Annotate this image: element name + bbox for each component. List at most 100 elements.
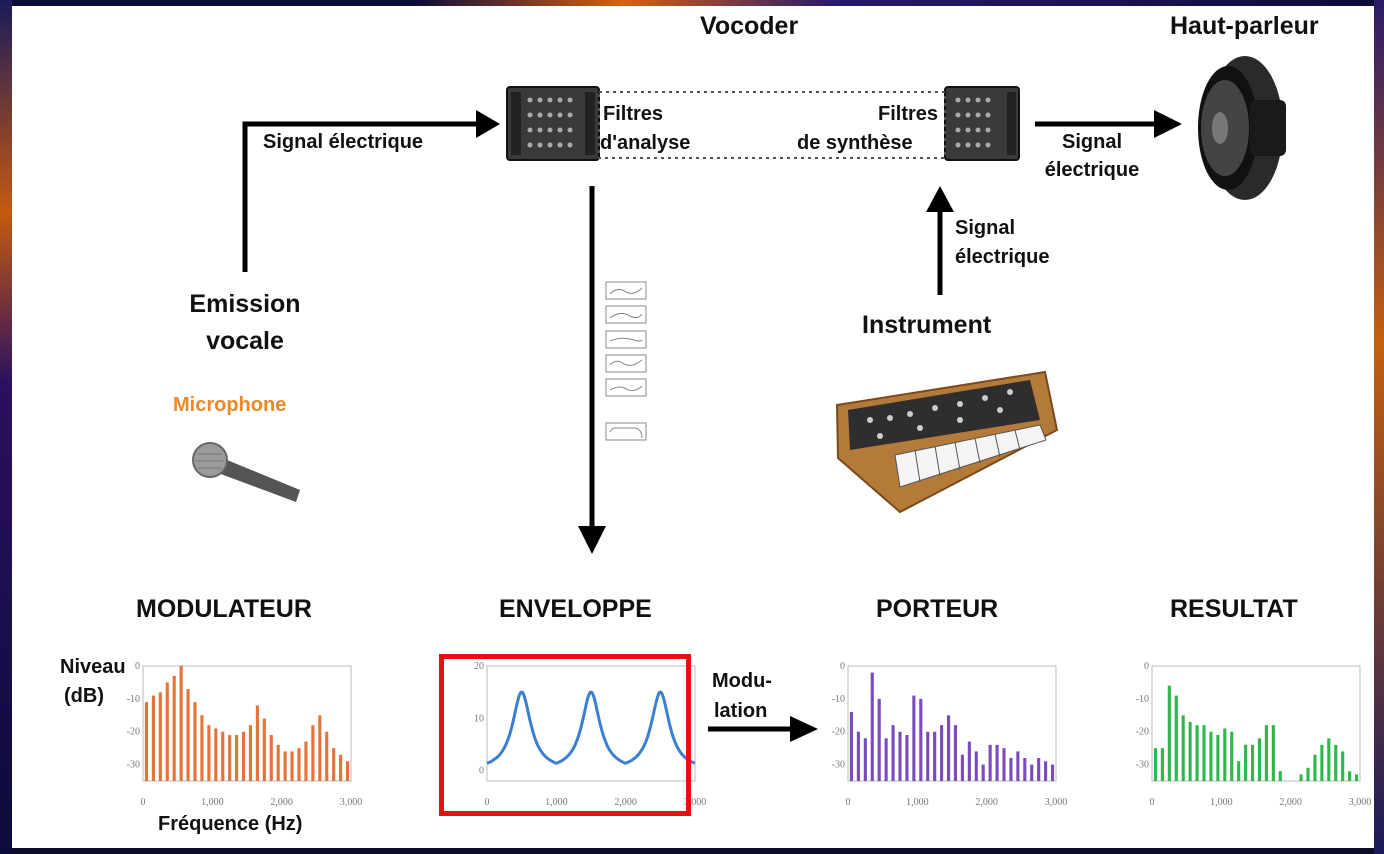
section-modulateur: MODULATEUR	[136, 595, 312, 623]
resultat-x-tick-label: 1,000	[1210, 797, 1233, 808]
porteur-bar	[1044, 761, 1048, 781]
porteur-bar	[926, 731, 930, 781]
resultat-bar	[1244, 744, 1248, 781]
modulateur-bar	[283, 751, 287, 781]
modulateur-bar	[235, 735, 239, 781]
resultat-bar	[1306, 767, 1310, 781]
modulateur-bar	[325, 731, 329, 781]
enveloppe-x-tick-label: 0	[485, 797, 490, 808]
enveloppe-x-tick-label: 2,000	[614, 797, 637, 808]
filter-bank-curves	[609, 287, 643, 439]
signal-instrument-line1: Signal	[955, 217, 1016, 239]
resultat-x-tick-label: 0	[1150, 797, 1155, 808]
resultat-bar	[1174, 695, 1178, 781]
vocoder-dotted-frame	[598, 91, 946, 159]
modulateur-bar	[255, 705, 259, 781]
section-porteur: PORTEUR	[876, 595, 999, 623]
porteur-bar	[1002, 748, 1006, 781]
porteur-bar	[974, 751, 978, 781]
modulateur-bar	[318, 715, 322, 781]
filters-analysis-line2: d'analyse	[600, 132, 691, 154]
enveloppe-x-tick-label: 3,000	[684, 797, 707, 808]
modulateur-bar	[214, 728, 218, 781]
chart-enveloppe: 20 10 0 0 1,000 2,000 3,000	[474, 661, 706, 808]
porteur-bar	[953, 725, 958, 781]
filters-synthesis-line2: de synthèse	[797, 132, 913, 154]
filters-analysis-line1: Filtres	[603, 103, 664, 125]
modulateur-bar	[144, 702, 149, 781]
modulateur-bar	[262, 718, 266, 781]
porteur-bar	[967, 741, 971, 781]
modulateur-y-tick-label: -20	[127, 727, 140, 738]
porteur-bar	[870, 672, 874, 781]
modulateur-bar	[304, 741, 308, 781]
vocoder-rack-left-image	[506, 86, 600, 161]
modulateur-bar	[186, 689, 190, 781]
resultat-bar	[1167, 685, 1171, 781]
resultat-bar	[1195, 725, 1199, 781]
resultat-bar	[1209, 731, 1213, 781]
vocoder-title: Vocoder	[700, 12, 799, 40]
modulateur-y-tick-label: -10	[127, 694, 140, 705]
signal-instrument-line2: électrique	[955, 246, 1050, 268]
porteur-y-tick-label: 0	[840, 661, 845, 672]
porteur-y-tick-label: -30	[832, 760, 845, 771]
porteur-bar	[912, 695, 916, 781]
modulateur-bar	[172, 675, 176, 781]
porteur-bar	[1050, 764, 1055, 781]
modulateur-y-tick-label: 0	[135, 661, 140, 672]
enveloppe-y-tick-label: 0	[479, 766, 484, 777]
section-resultat: RESULTAT	[1170, 595, 1298, 623]
resultat-bar	[1237, 761, 1241, 781]
resultat-bar	[1271, 725, 1275, 781]
modulateur-bar	[207, 725, 211, 781]
enveloppe-y-tick-label: 20	[474, 661, 484, 672]
section-enveloppe: ENVELOPPE	[499, 595, 652, 623]
microphone-label: Microphone	[173, 394, 287, 416]
signal-right-line1: Signal	[1061, 131, 1122, 153]
porteur-x-tick-label: 3,000	[1045, 797, 1068, 808]
modulateur-bar	[151, 695, 155, 781]
modulation-line2: lation	[714, 700, 768, 722]
porteur-bar	[884, 738, 888, 781]
enveloppe-plot-frame	[486, 665, 696, 782]
modulateur-plot-frame	[142, 665, 352, 782]
modulateur-bar	[193, 702, 197, 781]
porteur-bar	[981, 764, 985, 781]
slide-frame-left	[0, 0, 12, 854]
modulateur-bar	[290, 751, 294, 781]
porteur-bar	[891, 725, 895, 781]
resultat-bar	[1153, 748, 1158, 781]
microphone-image	[192, 442, 300, 502]
voice-emission-line2: vocale	[206, 327, 284, 355]
porteur-bar	[940, 725, 944, 781]
resultat-bar	[1181, 715, 1185, 781]
modulateur-bar	[311, 725, 315, 781]
modulateur-bar	[200, 715, 204, 781]
slide-canvas	[12, 6, 1374, 848]
modulateur-bar	[165, 682, 169, 781]
resultat-x-tick-label: 2,000	[1279, 797, 1302, 808]
resultat-bar	[1354, 774, 1359, 781]
modulateur-x-tick-label: 3,000	[340, 797, 363, 808]
modulateur-bar	[221, 731, 225, 781]
enveloppe-x-tick-label: 1,000	[545, 797, 568, 808]
modulateur-bar	[179, 666, 183, 781]
enveloppe-y-tick-label: 10	[474, 713, 484, 724]
resultat-bar	[1250, 744, 1255, 781]
resultat-bar	[1278, 771, 1282, 781]
porteur-bar	[863, 738, 867, 781]
modulation-line1: Modu-	[712, 670, 772, 692]
resultat-plot-frame	[1151, 665, 1361, 782]
porteur-bar	[898, 731, 902, 781]
porteur-bar	[1009, 758, 1013, 781]
porteur-y-tick-label: -20	[832, 727, 845, 738]
porteur-bar	[995, 744, 999, 781]
slide-frame-right	[1374, 0, 1384, 854]
arrowhead-instrument	[926, 186, 954, 212]
arrow-voice-to-vocoder	[242, 121, 485, 272]
filters-synthesis-line1: Filtres	[878, 103, 939, 125]
resultat-bar	[1348, 771, 1352, 781]
